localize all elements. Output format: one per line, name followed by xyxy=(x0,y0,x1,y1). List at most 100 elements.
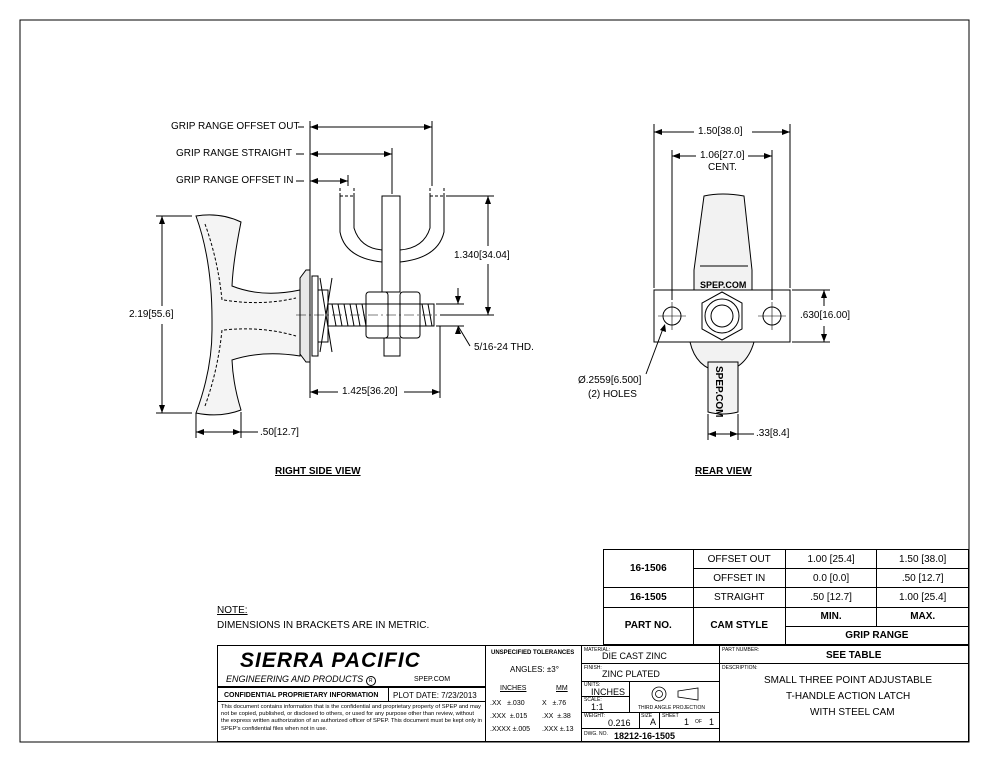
confidential-box: CONFIDENTIAL PROPRIETARY INFORMATION xyxy=(217,687,389,702)
spep-cam-mark: SPEP.COM xyxy=(713,366,724,418)
dim-1-50: 1.50[38.0] xyxy=(698,126,743,137)
max-straight: 1.00 [25.4] xyxy=(876,587,969,608)
cam-lever xyxy=(707,361,739,415)
plot-date-box: PLOT DATE: 7/23/2013 xyxy=(388,687,486,702)
tolerance-box: UNSPECIFIED TOLERANCES ANGLES: ±3° INCHE… xyxy=(485,645,582,742)
dim-0-630: .630[16.00] xyxy=(800,310,851,321)
sheet-box: SHEET 1 OF 1 xyxy=(659,712,720,729)
material-label: MATERIAL: xyxy=(584,647,611,653)
rear-view-title: REAR VIEW xyxy=(695,466,752,477)
weight-label: WEIGHT: xyxy=(584,713,605,719)
legal-box: This document contains information that … xyxy=(217,701,486,742)
dwg-no-box: DWG. NO. 18212-16-1505 xyxy=(581,728,720,742)
tol-in-3: .XXXX ±.005 xyxy=(490,726,531,733)
t-handle xyxy=(195,214,301,416)
third-angle-projection-icon xyxy=(651,686,699,702)
part-number-box: PART NUMBER: SEE TABLE xyxy=(719,645,969,664)
weight-value: 0.216 xyxy=(608,718,631,728)
grip-offset-out-label: GRIP RANGE OFFSET OUT xyxy=(171,121,300,132)
right-side-view-title: RIGHT SIDE VIEW xyxy=(275,466,361,477)
part-number-value: SEE TABLE xyxy=(826,650,882,661)
description-box: DESCRIPTION: SMALL THREE POINT ADJUSTABL… xyxy=(719,663,969,742)
tol-in-1: .XX ±.030 xyxy=(490,700,525,707)
hole-dim: Ø.2559[6.500] xyxy=(578,375,642,386)
spep-top-mark: SPEP.COM xyxy=(700,280,746,290)
grip-straight-label: GRIP RANGE STRAIGHT xyxy=(176,148,292,159)
header-min: MIN. xyxy=(784,606,878,627)
dwg-no-label: DWG. NO. xyxy=(584,731,608,737)
sheet-border xyxy=(19,19,970,743)
dim-1-06: 1.06[27.0] xyxy=(700,150,745,161)
size-box: SIZE A xyxy=(639,712,660,729)
rear-view-arrows xyxy=(654,129,827,437)
size-label: SIZE xyxy=(641,713,653,719)
tol-in-2: .XXX ±.015 xyxy=(490,713,528,720)
dim-0-50: .50[12.7] xyxy=(260,427,299,438)
hole-count: (2) HOLES xyxy=(588,389,637,400)
units-label: UNITS: xyxy=(584,682,601,688)
confidential-label: CONFIDENTIAL PROPRIETARY INFORMATION xyxy=(224,692,379,699)
header-cam-style: CAM STYLE xyxy=(692,606,786,646)
units-box: UNITS: INCHES xyxy=(581,681,630,697)
finish-label: FINISH: xyxy=(584,665,602,671)
min-offset-in: 0.0 [0.0] xyxy=(784,568,878,589)
sheet-total: 1 xyxy=(709,717,715,727)
title-block: SIERRA PACIFIC ENGINEERING AND PRODUCTS … xyxy=(217,645,969,742)
right-view-arrows xyxy=(159,124,491,435)
tol-mm-1: X ±.76 xyxy=(542,700,567,707)
tol-mm-3: .XXX ±.13 xyxy=(542,726,574,733)
weight-box: WEIGHT: 0.216 xyxy=(581,712,640,729)
part-number-label: PART NUMBER: xyxy=(722,647,760,653)
dwg-no-value: 18212-16-1505 xyxy=(614,731,676,741)
part-16-1506: 16-1506 xyxy=(603,548,694,589)
of-label: OF xyxy=(695,719,702,725)
finish-value: ZINC PLATED xyxy=(602,669,660,679)
description-line-3: WITH STEEL CAM xyxy=(810,707,895,718)
header-part-no: PART NO. xyxy=(603,606,694,646)
company-website: SPEP.COM xyxy=(414,676,451,683)
dim-1-425: 1.425[36.20] xyxy=(342,386,398,397)
min-offset-out: 1.00 [25.4] xyxy=(784,548,878,570)
max-offset-out: 1.50 [38.0] xyxy=(876,548,969,570)
min-straight: .50 [12.7] xyxy=(784,587,878,608)
inches-header: INCHES xyxy=(500,685,527,692)
angles-tolerance: ANGLES: ±3° xyxy=(510,665,559,674)
scale-label: SCALE: xyxy=(584,697,602,703)
projection-box: THIRD ANGLE PROJECTION xyxy=(629,681,720,713)
cam-offset-out: OFFSET OUT xyxy=(692,548,786,570)
dim-2-19: 2.19[55.6] xyxy=(129,309,174,320)
material-box: MATERIAL: DIE CAST ZINC xyxy=(581,645,720,664)
note-text: DIMENSIONS IN BRACKETS ARE IN METRIC. xyxy=(217,620,430,631)
company-name: SIERRA PACIFIC xyxy=(240,649,421,672)
rear-view-drawing xyxy=(645,124,830,440)
scale-value: 1:1 xyxy=(591,702,604,712)
units-value: INCHES xyxy=(591,687,626,697)
size-value: A xyxy=(650,717,657,727)
max-offset-in: .50 [12.7] xyxy=(876,568,969,589)
grip-offset-in-label: GRIP RANGE OFFSET IN xyxy=(176,175,294,186)
scale-box: SCALE: 1:1 xyxy=(581,696,630,713)
registered-mark: R xyxy=(365,676,376,686)
description-line-2: T-HANDLE ACTION LATCH xyxy=(786,691,911,702)
dim-1-340: 1.340[34.04] xyxy=(454,250,510,261)
legal-text: This document contains information that … xyxy=(221,704,483,732)
finish-box: FINISH: ZINC PLATED xyxy=(581,663,720,682)
header-grip-range: GRIP RANGE xyxy=(784,625,970,646)
plot-date: PLOT DATE: 7/23/2013 xyxy=(393,691,477,700)
handle-flange xyxy=(299,269,311,363)
sheet-label: SHEET xyxy=(662,713,679,719)
projection-label: THIRD ANGLE PROJECTION xyxy=(638,705,705,711)
grip-range-table: 16-1506 OFFSET OUT 1.00 [25.4] 1.50 [38.… xyxy=(603,548,970,646)
rear-nut xyxy=(701,291,743,341)
dim-0-33: .33[8.4] xyxy=(756,428,790,439)
tolerance-title: UNSPECIFIED TOLERANCES xyxy=(491,650,575,656)
header-max: MAX. xyxy=(876,606,969,627)
cam-top xyxy=(693,193,753,291)
company-subtitle: ENGINEERING AND PRODUCTS R xyxy=(226,675,376,686)
sheet-number: 1 xyxy=(684,717,690,727)
right-side-view-drawing xyxy=(156,121,494,438)
cam-offset-in: OFFSET IN xyxy=(692,568,786,589)
mm-header: MM xyxy=(556,685,568,692)
